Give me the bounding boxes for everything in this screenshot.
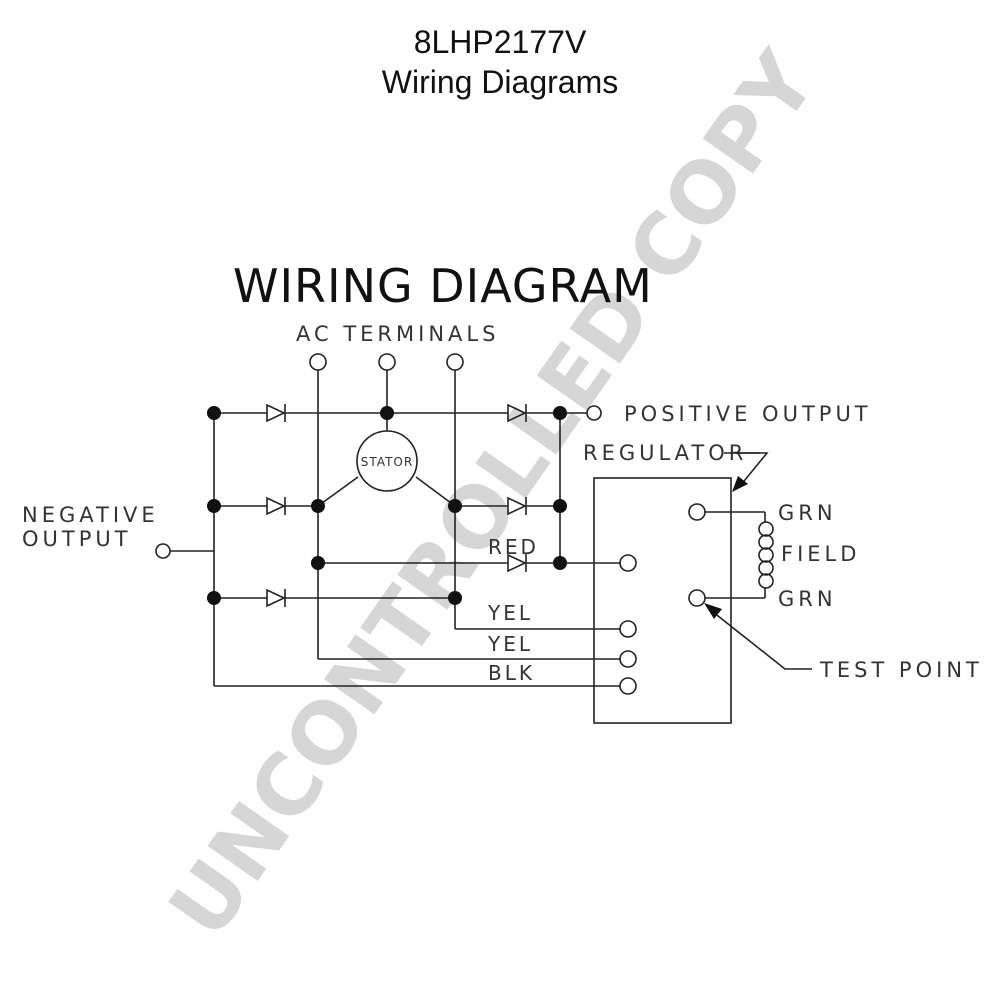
diode-3 bbox=[266, 496, 286, 516]
ac-terminal-3 bbox=[446, 353, 464, 371]
junction-node bbox=[207, 499, 221, 513]
ac-terminal-2 bbox=[378, 353, 396, 371]
watermark: UNCONTROLLED COPY bbox=[150, 34, 836, 955]
junction-node bbox=[311, 499, 325, 513]
negative-output-label-1: NEGATIVE bbox=[22, 503, 159, 527]
negative-output-terminal bbox=[155, 543, 171, 559]
test-point-label: TEST POINT bbox=[819, 658, 983, 682]
ac-terminals-label: AC TERMINALS bbox=[296, 322, 499, 346]
diode-4 bbox=[507, 496, 527, 516]
junction-node bbox=[553, 556, 567, 570]
grn-top-label: GRN bbox=[778, 501, 837, 525]
wire-label-yel-2: YEL bbox=[487, 632, 533, 656]
regulator-terminal-blk bbox=[619, 677, 637, 695]
field-label: FIELD bbox=[781, 542, 860, 566]
regulator-terminal-yel-2 bbox=[619, 650, 637, 668]
stator-circle bbox=[356, 430, 418, 492]
field-terminal-top bbox=[688, 503, 706, 521]
wire-label-red: RED bbox=[488, 535, 539, 559]
diode-1 bbox=[266, 403, 286, 423]
field-terminal-bottom bbox=[688, 589, 706, 607]
diagram-title: WIRING DIAGRAM bbox=[233, 259, 653, 313]
negative-output-label-2: OUTPUT bbox=[22, 527, 132, 551]
junction-node bbox=[448, 499, 462, 513]
junction-node bbox=[207, 406, 221, 420]
positive-output-terminal bbox=[586, 405, 602, 421]
stator-label: STATOR bbox=[361, 455, 413, 469]
regulator-terminal-red bbox=[619, 554, 637, 572]
model-number: 8LHP2177V bbox=[413, 24, 587, 60]
ac-terminal-1 bbox=[309, 353, 327, 371]
grn-bottom-label: GRN bbox=[778, 587, 837, 611]
diode-5 bbox=[507, 553, 527, 573]
page-header: 8LHP2177V Wiring Diagrams bbox=[0, 22, 1000, 102]
page-subtitle: Wiring Diagrams bbox=[381, 64, 619, 100]
test-point-arrow bbox=[704, 603, 722, 619]
regulator-terminal-yel-1 bbox=[619, 620, 637, 638]
diode-6 bbox=[266, 588, 286, 608]
regulator-label: REGULATOR bbox=[583, 441, 747, 465]
junction-node bbox=[553, 499, 567, 513]
wire-label-blk: BLK bbox=[488, 661, 535, 685]
junction-node bbox=[448, 591, 462, 605]
regulator-arrow bbox=[732, 476, 748, 492]
junction-node bbox=[311, 556, 325, 570]
positive-output-label: POSITIVE OUTPUT bbox=[624, 402, 872, 426]
junction-node bbox=[553, 406, 567, 420]
junction-node bbox=[380, 406, 394, 420]
regulator-box bbox=[593, 477, 732, 724]
field-coil bbox=[758, 521, 774, 589]
diode-2 bbox=[507, 403, 527, 423]
junction-node bbox=[207, 591, 221, 605]
wire-label-yel-1: YEL bbox=[487, 601, 533, 625]
